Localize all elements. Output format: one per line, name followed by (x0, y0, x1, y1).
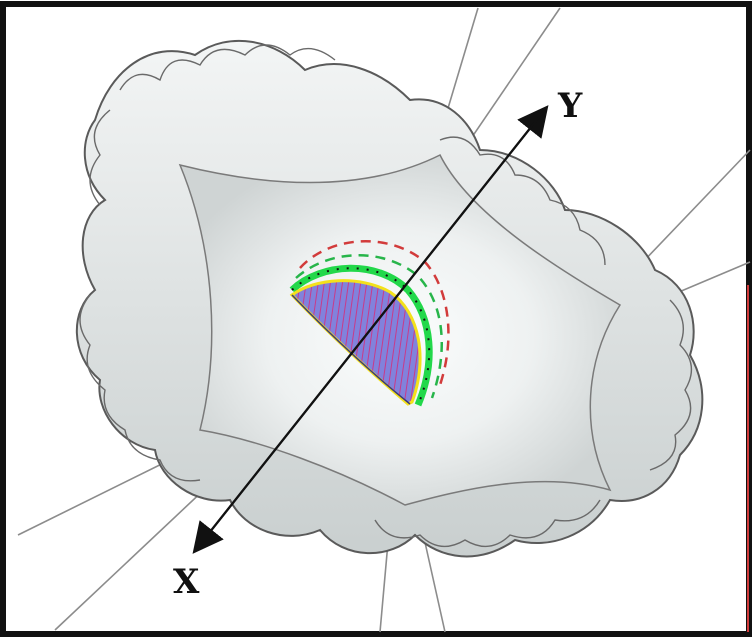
axis-label-x: X (173, 562, 200, 602)
axis-label-y: Y (557, 86, 583, 126)
